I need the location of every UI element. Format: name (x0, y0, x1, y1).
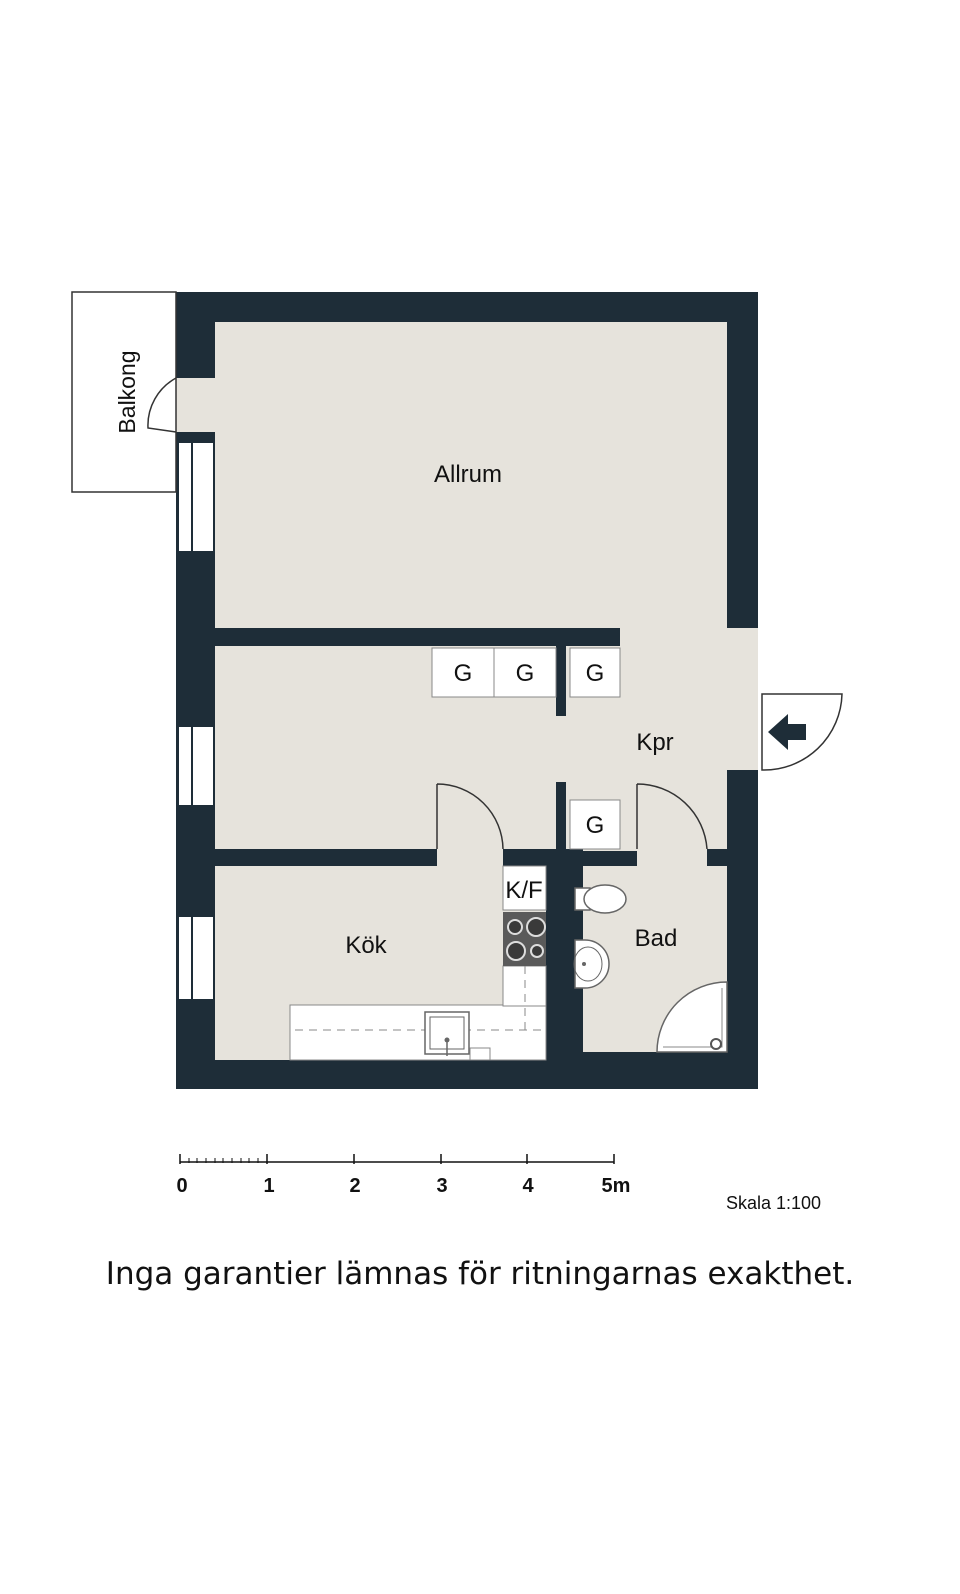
wall-bad-kpr (707, 849, 727, 866)
balkong-door-gap (176, 378, 216, 432)
wall-closet-stub-top (556, 646, 566, 716)
closet-1 (431, 647, 495, 698)
scale-tick-label: 4 (522, 1175, 534, 1197)
kok-door-swing (436, 783, 504, 850)
scale-tick-label: 2 (349, 1175, 360, 1197)
bad-door-swing (636, 783, 708, 850)
room-label-bad: Bad (635, 925, 678, 952)
bad-door-gap (637, 849, 707, 867)
wall-kok-kpr (215, 849, 437, 866)
kpr-opening (620, 628, 686, 648)
wall-closet-stub-bottom (556, 782, 566, 849)
closet-3 (569, 647, 621, 698)
window-allrum (177, 441, 215, 553)
bathroom-sink-icon (574, 939, 610, 989)
stove-burner-icon (507, 919, 523, 935)
disclaimer: Inga garantier lämnas för ritningarnas e… (105, 1256, 855, 1292)
fridge-freezer (502, 865, 547, 911)
kitchen-counter (289, 1004, 547, 1061)
closet-label: G (586, 660, 605, 687)
scale-label: Skala 1:100 (726, 1193, 821, 1213)
toilet-bowl-icon (583, 884, 627, 914)
closet-label: G (454, 660, 473, 687)
kok-door-gap (437, 849, 503, 867)
closet-2 (493, 647, 557, 698)
fridge-label: K/F (505, 877, 542, 904)
closet-label: G (516, 660, 535, 687)
scale-bar: 0 1 2 3 4 5m (176, 1154, 630, 1197)
closet-label: G (586, 812, 605, 839)
scale-tick-label: 3 (436, 1175, 447, 1197)
stove-burner-icon (506, 941, 526, 961)
shower-head-icon (710, 1038, 722, 1050)
window-kok (177, 915, 215, 1001)
room-label-balkong: Balkong (114, 350, 140, 433)
allrum-floor (215, 322, 727, 628)
scale-tick-label: 5m (602, 1175, 631, 1197)
shower-icon (656, 981, 728, 1053)
room-label-kok: Kök (345, 932, 387, 959)
room-label-allrum: Allrum (434, 461, 502, 488)
window-kpr (177, 725, 215, 807)
wall-mid-a (503, 849, 583, 866)
stove-burner-icon (526, 917, 546, 937)
stove-burner-icon (530, 944, 544, 958)
scale-tick-label: 0 (176, 1175, 187, 1197)
balcony-door-swing (147, 377, 177, 433)
room-label-kpr: Kpr (636, 729, 673, 756)
closet-4 (569, 799, 621, 850)
entrance-arrow-icon (768, 714, 806, 750)
scale-tick-label: 1 (263, 1175, 274, 1197)
entrance-gap (727, 694, 758, 770)
